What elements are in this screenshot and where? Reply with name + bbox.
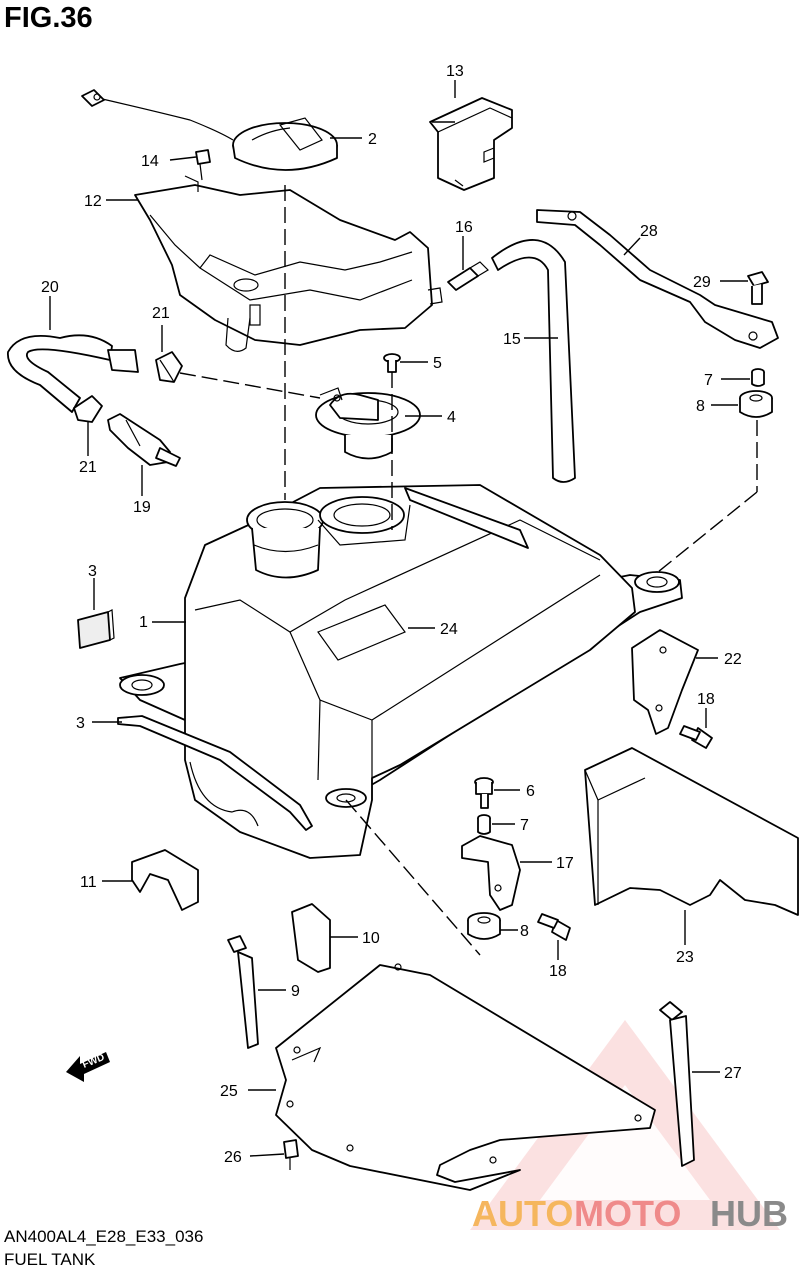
cushion <box>467 912 501 940</box>
callout-5: 5 <box>433 355 442 372</box>
cushion <box>131 849 199 911</box>
callout-24: 24 <box>440 621 458 638</box>
callout-12: 12 <box>84 193 102 210</box>
callout-25: 25 <box>220 1083 238 1100</box>
callout-15: 15 <box>503 331 521 348</box>
callout-3: 3 <box>76 715 85 732</box>
watermark-auto: AUTO <box>472 1193 573 1234</box>
callout-9: 9 <box>291 983 300 1000</box>
callout-18: 18 <box>697 691 715 708</box>
callout-8: 8 <box>520 923 529 940</box>
fuel-tank <box>119 484 683 859</box>
callout-26: 26 <box>224 1149 242 1166</box>
hose-joint <box>447 261 489 291</box>
callout-19: 19 <box>133 499 151 516</box>
watermark-hub: HUB <box>710 1193 788 1234</box>
callout-13: 13 <box>446 63 464 80</box>
callout-11: 11 <box>80 874 97 891</box>
callout-27: 27 <box>724 1065 742 1082</box>
rubber-block <box>429 97 513 191</box>
clip <box>283 1139 299 1170</box>
bolt <box>747 271 769 305</box>
callout-2: 2 <box>368 131 377 148</box>
callout-7: 7 <box>704 372 713 389</box>
under-cover <box>275 963 656 1191</box>
figure-title: FIG.36 <box>4 2 93 34</box>
callout-10: 10 <box>362 930 380 947</box>
heat-shield <box>584 747 799 916</box>
diagram-name: FUEL TANK <box>4 1250 96 1269</box>
callout-3: 3 <box>88 563 97 580</box>
collar <box>751 368 765 387</box>
screw <box>383 353 401 373</box>
diagram-code: AN400AL4_E28_E33_036 <box>4 1227 204 1246</box>
bolt <box>537 913 571 941</box>
rubber-strip <box>117 715 313 831</box>
forward-arrow-icon <box>66 1052 110 1082</box>
callout-17: 17 <box>556 855 574 872</box>
callout-28: 28 <box>640 223 658 240</box>
bolt <box>474 777 494 809</box>
hose-clamp <box>155 351 183 383</box>
valve <box>107 413 181 467</box>
bracket <box>536 209 779 349</box>
callout-8: 8 <box>696 398 705 415</box>
rubber-pad <box>291 903 331 973</box>
hose <box>7 334 113 413</box>
screw <box>195 149 211 181</box>
band <box>227 935 259 1049</box>
callout-6: 6 <box>526 783 535 800</box>
collar <box>477 814 491 835</box>
callout-7: 7 <box>520 817 529 834</box>
callout-21: 21 <box>152 305 170 322</box>
cable-tie <box>659 1001 695 1167</box>
callout-21: 21 <box>79 459 97 476</box>
hose <box>491 239 576 483</box>
fuel-cap <box>81 89 338 171</box>
callout-14: 14 <box>141 153 159 170</box>
callout-18: 18 <box>549 963 567 980</box>
callout-1: 1 <box>139 614 148 631</box>
callout-4: 4 <box>447 409 456 426</box>
callout-22: 22 <box>724 651 742 668</box>
rubber-pad <box>77 609 115 649</box>
bracket <box>631 629 699 735</box>
tank-cover <box>134 175 443 352</box>
fuel-pump-unit <box>315 387 421 460</box>
callout-16: 16 <box>455 219 473 236</box>
callout-20: 20 <box>41 279 59 296</box>
bracket <box>461 835 521 911</box>
cushion <box>739 390 773 418</box>
bolt <box>679 725 713 749</box>
watermark-moto: MOTO <box>574 1193 681 1234</box>
callout-23: 23 <box>676 949 694 966</box>
hose-clamp <box>73 395 103 423</box>
callout-29: 29 <box>693 274 711 291</box>
